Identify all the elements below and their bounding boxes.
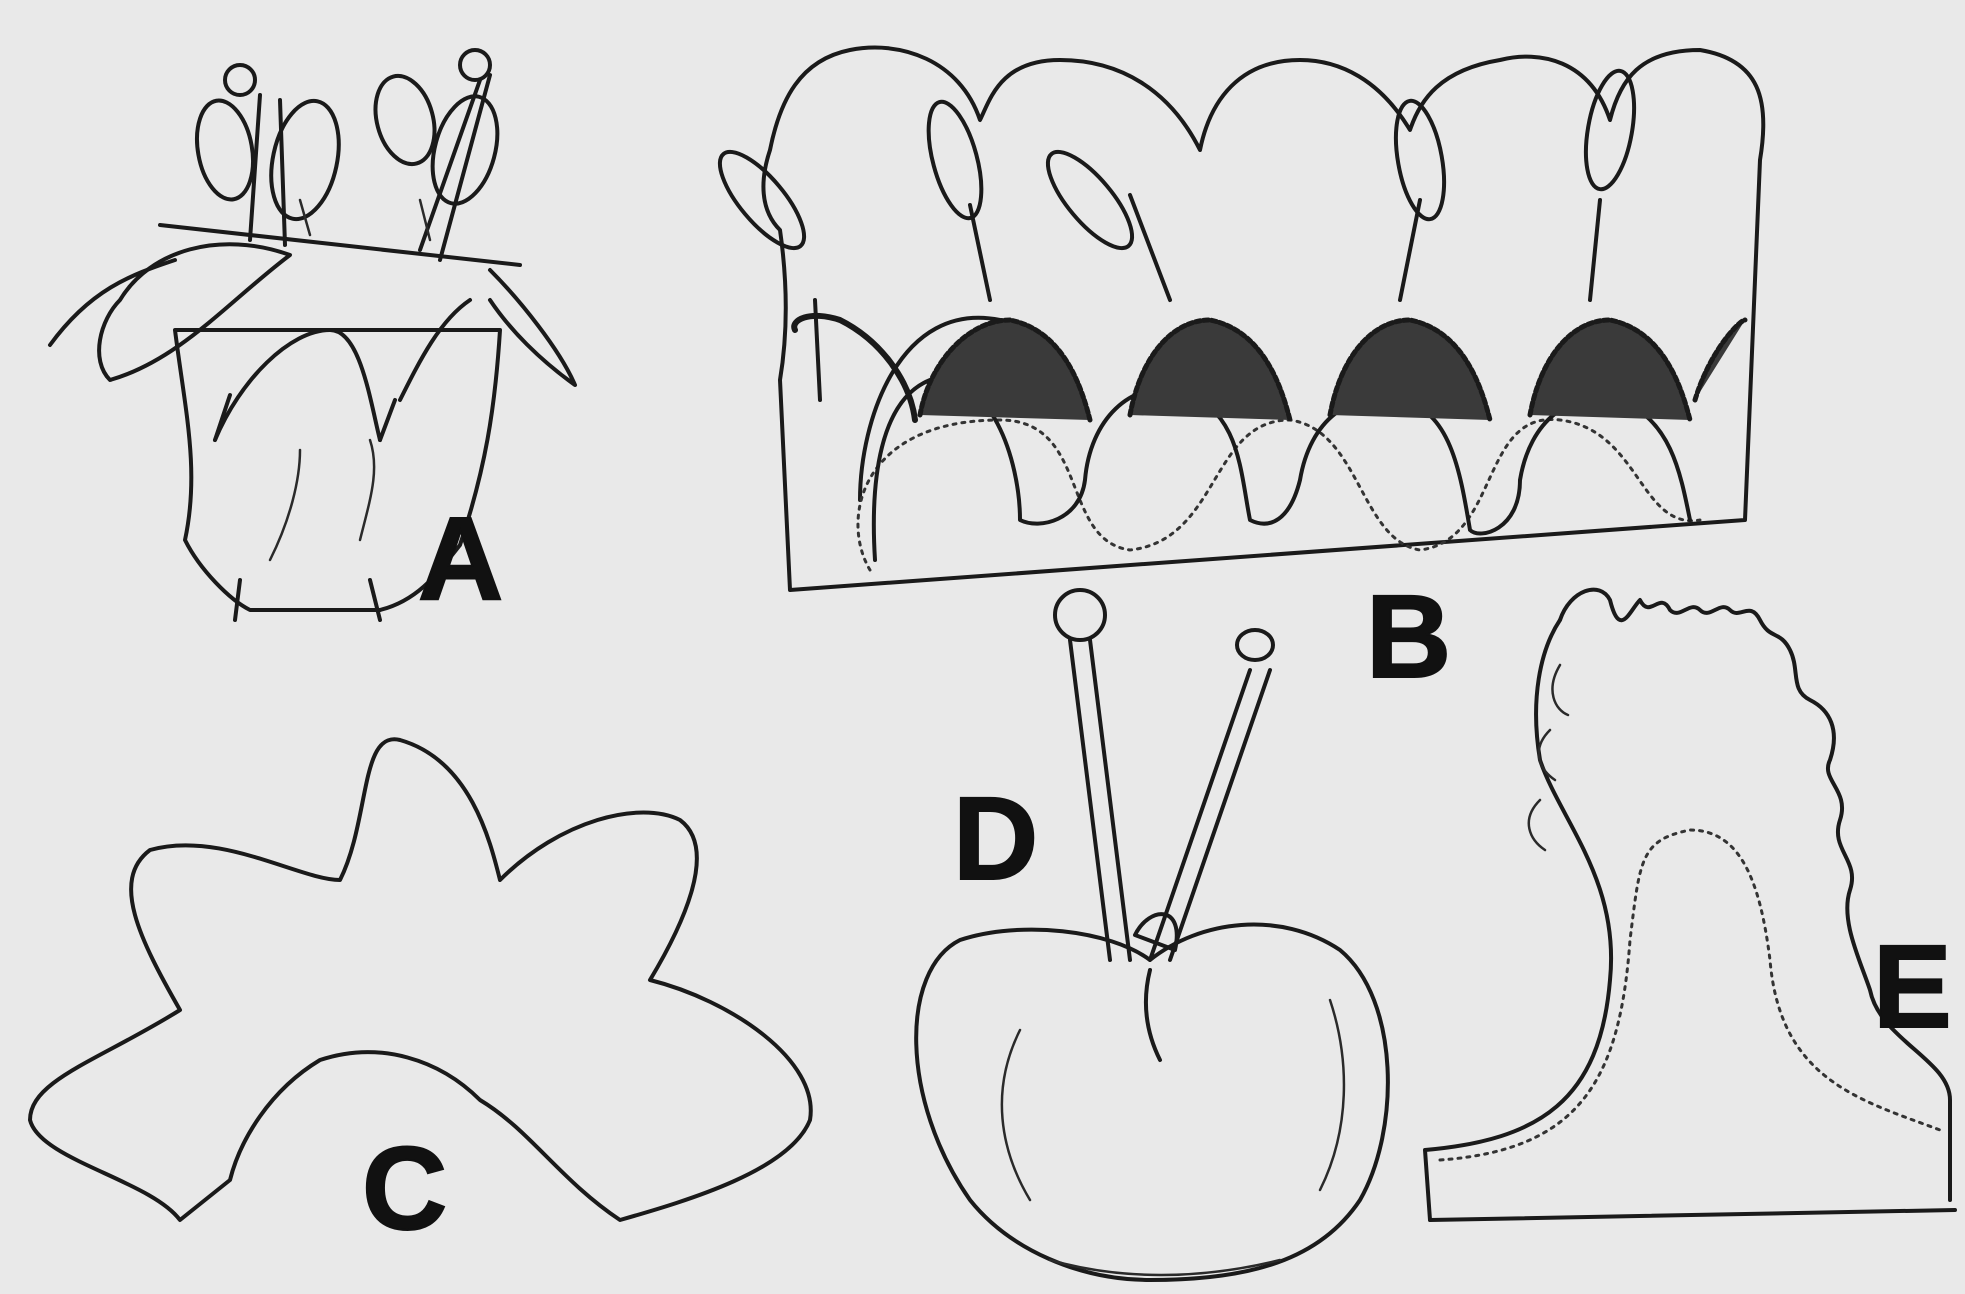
figure-d-pistil: [916, 590, 1388, 1280]
figure-a-label: A: [418, 500, 503, 618]
figure-b-corolla: [707, 48, 1764, 590]
figure-d-label: D: [953, 780, 1038, 898]
figure-b-label: B: [1366, 578, 1451, 696]
figure-e-label: E: [1873, 928, 1952, 1046]
figure-e-section: [1425, 590, 1955, 1220]
figure-c-label: C: [362, 1130, 447, 1248]
